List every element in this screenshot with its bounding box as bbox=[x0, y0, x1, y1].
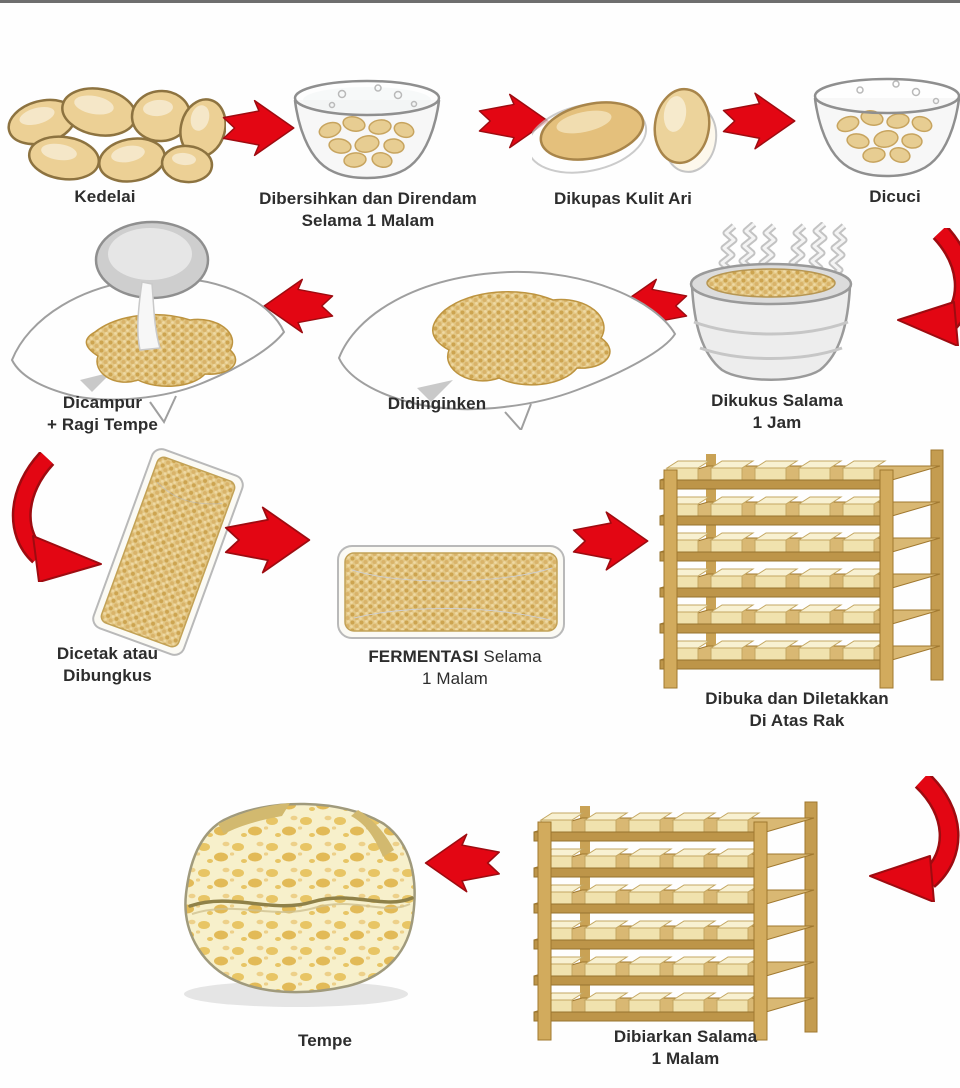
steaming-pot-illustration bbox=[689, 222, 853, 381]
label-text: + Ragi Tempe bbox=[47, 414, 158, 434]
label-dibuka: Dibuka dan Diletakkan Di Atas Rak bbox=[672, 688, 922, 732]
curved-arrow-down-left-icon bbox=[897, 228, 960, 346]
top-border-line bbox=[0, 0, 960, 3]
drying-rack-illustration bbox=[652, 440, 954, 690]
label-tempe: Tempe bbox=[270, 1030, 380, 1052]
label-fermentasi: FERMENTASI Selama 1 Malam bbox=[330, 646, 580, 690]
mixing-cloth-illustration bbox=[10, 220, 286, 424]
soybeans-illustration bbox=[7, 87, 226, 184]
tempe-illustration bbox=[184, 802, 416, 1007]
soaking-bowl-illustration bbox=[293, 79, 441, 180]
label-text: Dibiarkan Salama bbox=[613, 1027, 758, 1046]
label-kedelai: Kedelai bbox=[0, 186, 230, 208]
label-text: Selama bbox=[478, 647, 542, 666]
label-text: 1 Malam bbox=[422, 668, 488, 688]
label-text: Tempe bbox=[297, 1031, 353, 1050]
label-text: Didinginken bbox=[387, 394, 487, 413]
wrapped-package-illustration bbox=[92, 448, 244, 656]
label-text: Selama 1 Malam bbox=[301, 210, 435, 230]
cooling-cloth-illustration bbox=[337, 270, 677, 430]
label-text: Kedelai bbox=[74, 187, 136, 206]
label-dicuci: Dicuci bbox=[845, 186, 945, 208]
label-text: 1 Malam bbox=[651, 1048, 720, 1068]
resting-rack-illustration bbox=[526, 792, 828, 1042]
label-direndam: Dibersihkan dan Direndam Selama 1 Malam bbox=[248, 188, 488, 232]
label-text: Dikupas Kulit Ari bbox=[553, 189, 693, 208]
label-text: Di Atas Rak bbox=[749, 710, 845, 730]
label-dibiarkan: Dibiarkan Salama 1 Malam bbox=[578, 1026, 793, 1070]
label-text: Dibungkus bbox=[63, 665, 152, 685]
label-text: Dicampur bbox=[62, 393, 143, 412]
label-didinginkan: Didinginken bbox=[337, 393, 537, 415]
washing-bowl-illustration bbox=[813, 77, 960, 178]
label-dicampur: Dicampur + Ragi Tempe bbox=[5, 392, 200, 436]
label-text: Dicetak atau bbox=[56, 644, 159, 663]
arrow-right-icon bbox=[722, 92, 796, 150]
label-dikukus: Dikukus Salama 1 Jam bbox=[672, 390, 882, 434]
arrow-left-icon bbox=[424, 833, 500, 893]
arrow-right-icon bbox=[222, 99, 295, 157]
curved-arrow-down-left-icon bbox=[869, 776, 960, 902]
label-text: 1 Jam bbox=[752, 412, 802, 432]
peeled-beans-illustration bbox=[532, 87, 718, 174]
label-text: Dikukus Salama bbox=[711, 391, 843, 410]
label-text: Dibuka dan Diletakkan bbox=[705, 689, 889, 708]
label-dikupas: Dikupas Kulit Ari bbox=[528, 188, 718, 210]
label-dicetak: Dicetak atau Dibungkus bbox=[15, 643, 200, 687]
arrow-right-icon bbox=[572, 511, 649, 571]
fermentation-package-illustration bbox=[337, 545, 565, 639]
label-text: Dibersihkan dan Direndam bbox=[259, 189, 477, 208]
label-text: Dicuci bbox=[869, 187, 921, 206]
curved-arrow-down-right-icon bbox=[11, 452, 102, 582]
arrow-right-icon bbox=[224, 506, 311, 574]
label-text: FERMENTASI bbox=[368, 647, 479, 666]
